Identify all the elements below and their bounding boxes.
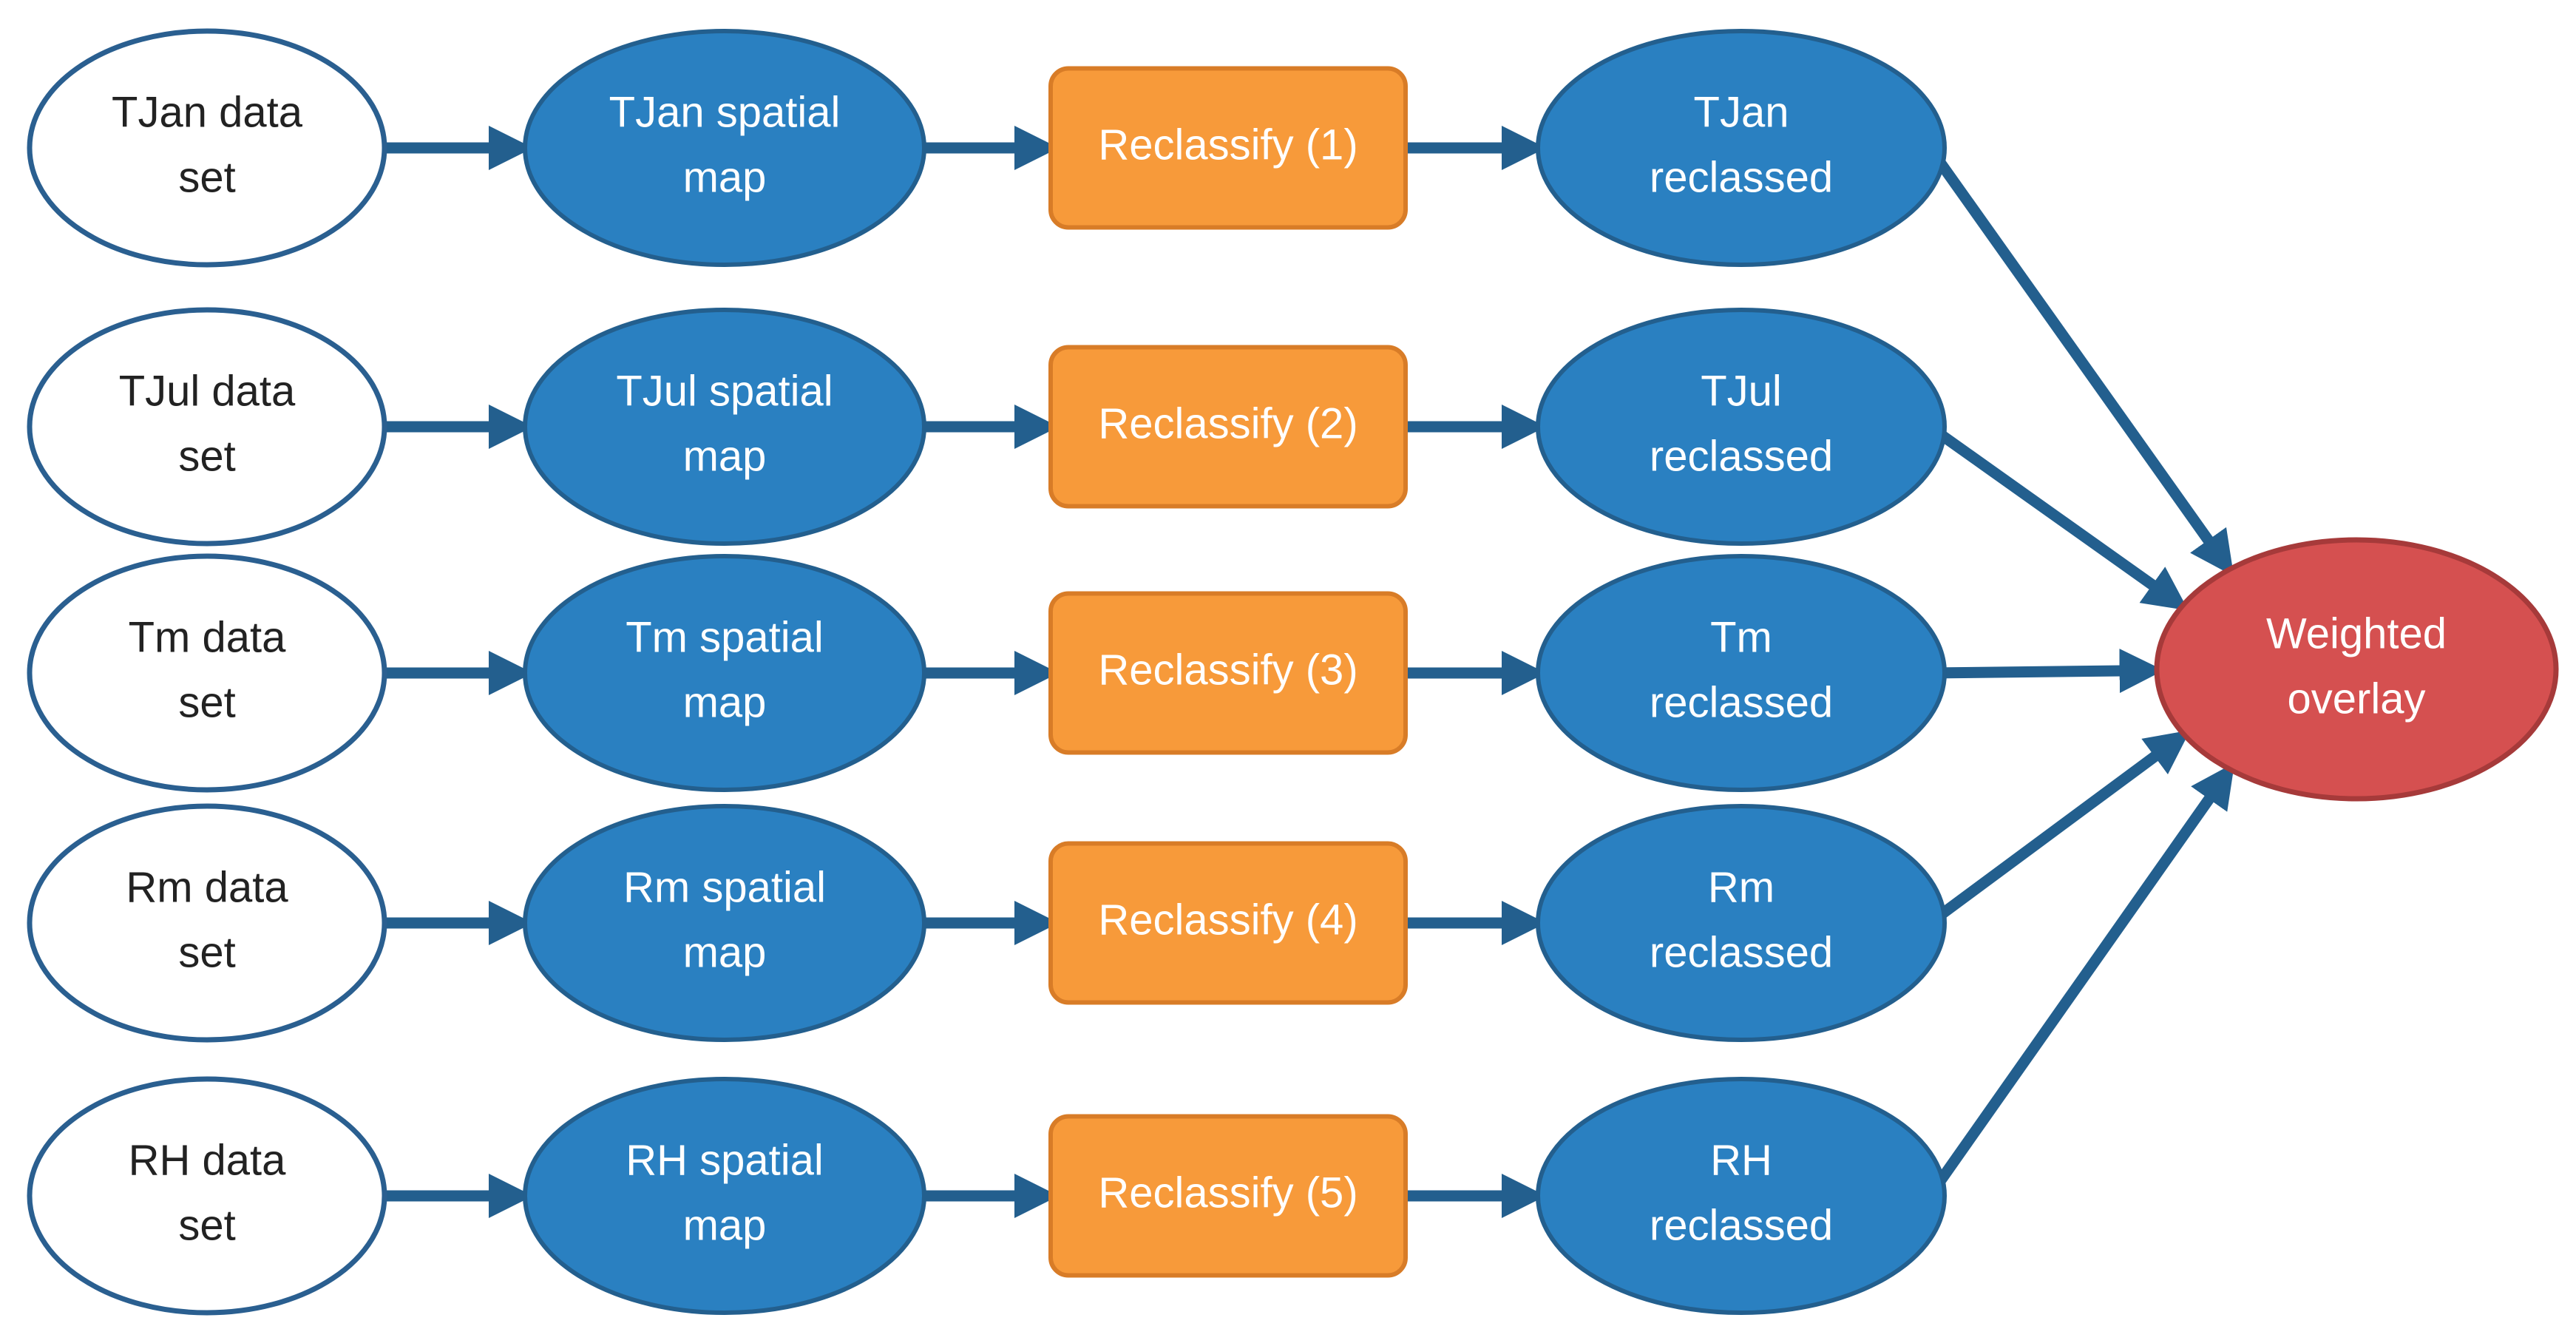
spatial-map-node-5-line-2: map xyxy=(683,1201,767,1249)
weighted-overlay-node-shape xyxy=(2154,537,2559,802)
spatial-map-node-4-line-2: map xyxy=(683,928,767,976)
spatial-map-node-2-line-1: TJul spatial xyxy=(616,367,833,415)
reclassed-node-1-line-1: TJan xyxy=(1694,88,1789,136)
dataset-node-3-line-1: Tm data xyxy=(129,613,286,661)
spatial-map-node-3-line-2: map xyxy=(683,678,767,726)
weighted-overlay-node[interactable]: Weighted overlay xyxy=(2154,537,2559,802)
dataset-node-5-line-1: RH data xyxy=(129,1136,287,1184)
reclassed-node-4-line-1: Rm xyxy=(1708,863,1775,911)
dataset-node-5-shape xyxy=(27,1076,387,1316)
reclassify-node-5[interactable]: Reclassify (5) xyxy=(1048,1114,1408,1278)
reclassed-node-5-line-1: RH xyxy=(1710,1136,1772,1184)
reclassify-node-2-label: Reclassify (2) xyxy=(1098,399,1358,447)
reclassify-node-2[interactable]: Reclassify (2) xyxy=(1048,345,1408,509)
reclassify-node-5-label: Reclassify (5) xyxy=(1098,1169,1358,1217)
arrow-reclassed-to-overlay-4 xyxy=(1926,730,2191,928)
spatial-map-node-5-shape xyxy=(523,1077,926,1315)
reclassify-node-4-shape xyxy=(1048,841,1408,1005)
spatial-map-node-4-line-1: Rm spatial xyxy=(623,863,826,911)
spatial-map-node-1-line-1: TJan spatial xyxy=(609,88,841,136)
reclassed-node-3[interactable]: Tm reclassed xyxy=(1536,554,1947,792)
reclassed-node-3-shape xyxy=(1536,554,1947,792)
arrows-layer xyxy=(384,126,2235,1218)
dataset-node-4-shape xyxy=(27,803,387,1043)
dataset-node-1-shape xyxy=(27,28,387,268)
reclassify-node-1-label: Reclassify (1) xyxy=(1098,121,1358,169)
reclassify-node-4-label: Reclassify (4) xyxy=(1098,896,1358,944)
spatial-map-node-1-line-2: map xyxy=(683,153,767,201)
dataset-node-4[interactable]: Rm data set xyxy=(27,803,387,1043)
reclassed-node-5[interactable]: RH reclassed xyxy=(1536,1077,1947,1315)
reclassed-node-1-line-2: reclassed xyxy=(1650,153,1833,201)
reclassed-node-4[interactable]: Rm reclassed xyxy=(1536,804,1947,1042)
dataset-node-1-line-1: TJan data xyxy=(112,88,303,136)
reclassify-node-5-shape xyxy=(1048,1114,1408,1278)
weighted-overlay-node-line-1: Weighted xyxy=(2266,609,2447,657)
spatial-map-node-1-shape xyxy=(523,29,926,267)
arrow-reclassed-to-overlay-5 xyxy=(1925,762,2235,1200)
dataset-node-3[interactable]: Tm data set xyxy=(27,553,387,793)
arrow-reclassed-to-overlay-1 xyxy=(1925,144,2234,577)
dataset-node-2[interactable]: TJul data set xyxy=(27,307,387,547)
reclassed-node-1[interactable]: TJan reclassed xyxy=(1536,29,1947,267)
spatial-map-node-3-line-1: Tm spatial xyxy=(626,613,824,661)
reclassify-node-3[interactable]: Reclassify (3) xyxy=(1048,591,1408,755)
reclassify-node-1[interactable]: Reclassify (1) xyxy=(1048,66,1408,230)
spatial-map-node-3[interactable]: Tm spatial map xyxy=(523,554,926,792)
dataset-node-3-shape xyxy=(27,553,387,793)
dataset-node-2-line-2: set xyxy=(178,432,235,480)
nodes-layer: TJan data set TJan spatial map Reclassify (1… xyxy=(27,28,2559,1316)
dataset-node-2-line-1: TJul data xyxy=(119,367,296,415)
arrow-reclassed-to-overlay-3 xyxy=(1929,649,2164,694)
spatial-map-node-5[interactable]: RH spatial map xyxy=(523,1077,926,1315)
spatial-map-node-2[interactable]: TJul spatial map xyxy=(523,308,926,546)
spatial-map-node-4-shape xyxy=(523,804,926,1042)
arrow-reclassed-to-overlay-2 xyxy=(1926,422,2189,611)
weighted-overlay-node-line-2: overlay xyxy=(2288,674,2426,723)
dataset-node-5-line-2: set xyxy=(178,1201,235,1249)
reclassify-node-4[interactable]: Reclassify (4) xyxy=(1048,841,1408,1005)
spatial-map-node-3-shape xyxy=(523,554,926,792)
reclassify-node-3-shape xyxy=(1048,591,1408,755)
reclassed-node-2-line-2: reclassed xyxy=(1650,432,1833,480)
reclassed-node-2-line-1: TJul xyxy=(1701,367,1782,415)
reclassed-node-5-shape xyxy=(1536,1077,1947,1315)
dataset-node-3-line-2: set xyxy=(178,678,235,726)
reclassed-node-4-line-2: reclassed xyxy=(1650,928,1833,976)
dataset-node-4-line-2: set xyxy=(178,928,235,976)
reclassed-node-1-shape xyxy=(1536,29,1947,267)
reclassed-node-4-shape xyxy=(1536,804,1947,1042)
spatial-map-node-1[interactable]: TJan spatial map xyxy=(523,29,926,267)
reclassed-node-5-line-2: reclassed xyxy=(1650,1201,1833,1249)
reclassify-node-1-shape xyxy=(1048,66,1408,230)
dataset-node-2-shape xyxy=(27,307,387,547)
reclassed-node-2[interactable]: TJul reclassed xyxy=(1536,308,1947,546)
reclassed-node-3-line-2: reclassed xyxy=(1650,678,1833,726)
spatial-map-node-2-line-2: map xyxy=(683,432,767,480)
reclassify-node-3-label: Reclassify (3) xyxy=(1098,646,1358,694)
dataset-node-5[interactable]: RH data set xyxy=(27,1076,387,1316)
reclassify-node-2-shape xyxy=(1048,345,1408,509)
dataset-node-1-line-2: set xyxy=(178,153,235,201)
spatial-map-node-4[interactable]: Rm spatial map xyxy=(523,804,926,1042)
dataset-node-1[interactable]: TJan data set xyxy=(27,28,387,268)
reclassed-node-2-shape xyxy=(1536,308,1947,546)
spatial-map-node-5-line-1: RH spatial xyxy=(626,1136,824,1184)
dataset-node-4-line-1: Rm data xyxy=(126,863,288,911)
reclassed-node-3-line-1: Tm xyxy=(1710,613,1772,661)
spatial-map-node-2-shape xyxy=(523,308,926,546)
